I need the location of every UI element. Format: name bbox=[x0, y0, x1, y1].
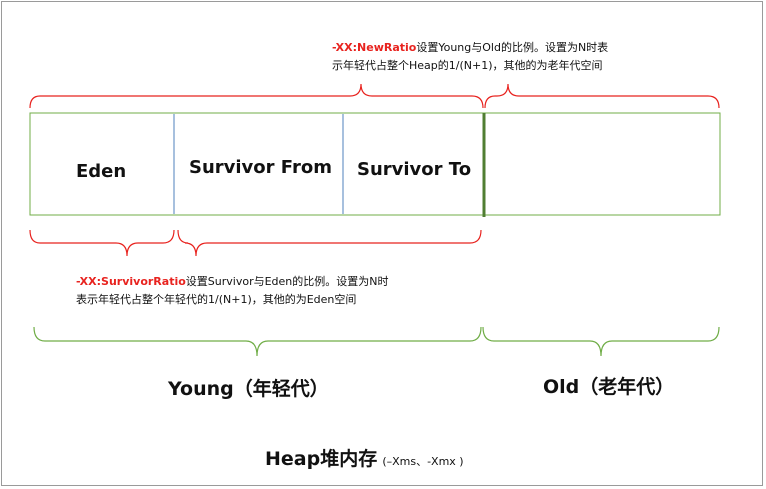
young-bottom-brace bbox=[33, 326, 482, 357]
new-ratio-flag: -XX:NewRatio bbox=[332, 41, 417, 54]
new-ratio-note-text1: 设置Young与Old的比例。设置为N时表 bbox=[416, 41, 609, 54]
heap-box bbox=[29, 112, 721, 216]
survivor-ratio-note-line1: -XX:SurvivorRatio设置Survivor与Eden的比例。设置为N… bbox=[76, 274, 389, 290]
survivor-ratio-note-line2: 表示年轻代占整个年轻代的1/(N+1)，其他的为Eden空间 bbox=[76, 293, 357, 306]
old-generation-label: Old（老年代） bbox=[543, 376, 675, 398]
eden-label: Eden bbox=[76, 161, 127, 182]
eden-brace bbox=[29, 229, 175, 257]
new-ratio-note-line2: 示年轻代占整个Heap的1/(N+1)，其他的为老年代空间 bbox=[332, 59, 603, 72]
young-top-brace bbox=[29, 83, 484, 109]
heap-params: (–Xms、-Xmx ) bbox=[382, 455, 464, 468]
survivor-brace bbox=[177, 229, 482, 257]
survivor-ratio-note-text1: 设置Survivor与Eden的比例。设置为N时 bbox=[185, 275, 389, 288]
survivor-to-label: Survivor To bbox=[357, 159, 472, 180]
survivor-from-label: Survivor From bbox=[189, 157, 332, 178]
young-generation-label: Young（年轻代） bbox=[168, 378, 329, 400]
old-top-brace bbox=[484, 83, 720, 109]
heap-title: Heap堆内存 (–Xms、-Xmx ) bbox=[265, 444, 464, 471]
survivor-ratio-flag: -XX:SurvivorRatio bbox=[76, 275, 186, 288]
heap-title-main: Heap堆内存 bbox=[265, 448, 378, 470]
old-bottom-brace bbox=[482, 326, 720, 357]
new-ratio-note-line1: -XX:NewRatio设置Young与Old的比例。设置为N时表 bbox=[332, 40, 608, 56]
